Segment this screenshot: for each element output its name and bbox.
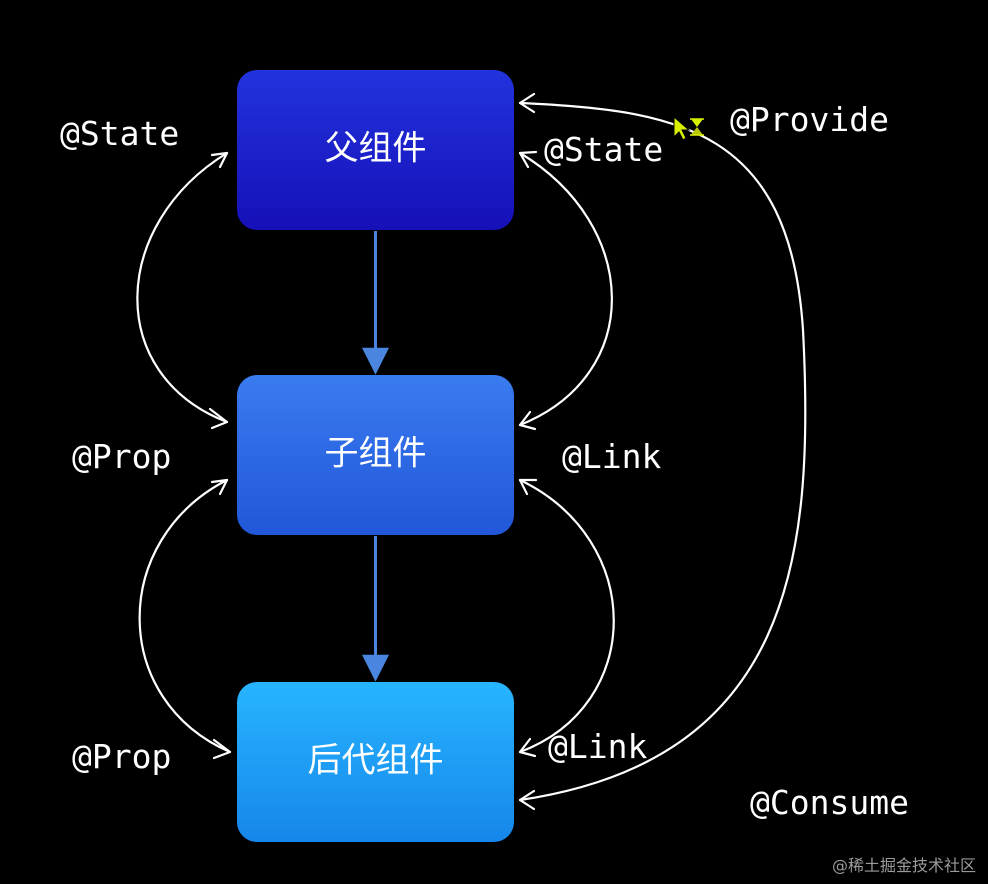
link-label-upper: @Link [562,437,661,476]
state-label-left: @State [60,114,179,153]
provide-label: @Provide [730,100,889,139]
parent-component-node: 父组件 [237,70,514,230]
child-component-label: 子组件 [325,434,427,474]
curve-arrow-link-link-right [518,478,615,758]
descendant-component-node: 后代组件 [237,682,514,842]
consume-label: @Consume [750,783,909,822]
state-label-right: @State [544,130,663,169]
descendant-component-label: 后代组件 [308,741,444,781]
curve-arrow-provide-consume [518,92,807,811]
mouse-cursor-icon [673,115,691,141]
curve-arrow-state-prop-left [136,151,229,430]
parent-component-label: 父组件 [325,129,427,169]
curve-arrow-state-link-right [518,150,613,431]
watermark: @稀土掘金技术社区 [831,856,976,875]
prop-label-upper: @Prop [72,437,171,476]
link-label-lower: @Link [548,727,647,766]
prop-label-lower: @Prop [72,737,171,776]
curve-arrow-prop-prop-left [138,478,232,760]
hourglass-icon [690,118,704,136]
child-component-node: 子组件 [237,375,514,535]
